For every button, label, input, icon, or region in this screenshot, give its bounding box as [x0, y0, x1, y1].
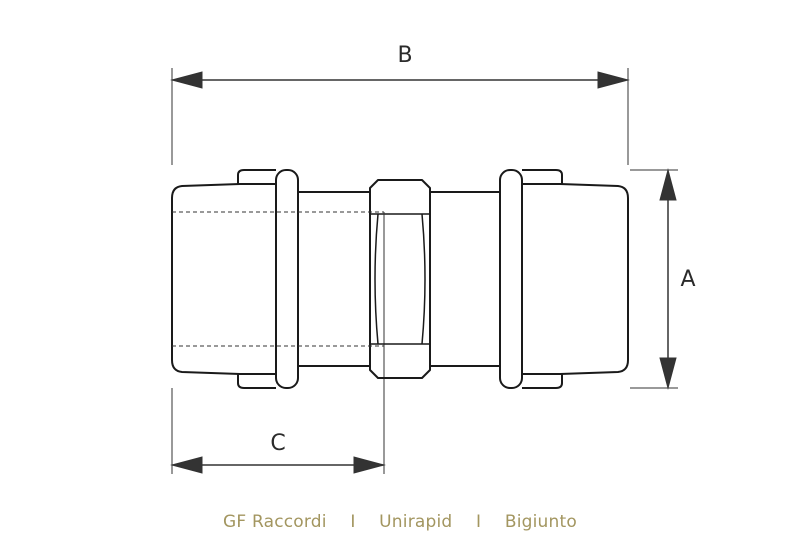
footer-brand: GF Raccordi [223, 512, 327, 532]
footer-caption: GF Raccordi I Unirapid I Bigiunto [0, 512, 800, 532]
right-ring-tab-top [522, 169, 563, 184]
dimension-a: A [630, 168, 696, 390]
dimension-b-arrow-right [597, 71, 630, 89]
dimension-b-label: B [397, 43, 412, 68]
dimension-c-arrow-right [353, 456, 386, 474]
footer-separator: I [350, 512, 356, 532]
left-ring-tab-bottom [237, 374, 276, 389]
dimension-a-arrow-bottom [659, 357, 677, 390]
footer-product: Bigiunto [504, 512, 577, 532]
right-ring-tab-bottom [522, 374, 563, 389]
hex-nut [369, 179, 431, 379]
hex-nut-curve-right [421, 213, 426, 345]
left-ring-tab-top [237, 169, 276, 184]
dimension-c-label: C [270, 431, 285, 456]
footer-line: Unirapid [379, 512, 453, 532]
right-end-body [521, 183, 629, 375]
fitting-body [171, 169, 629, 389]
right-clamp-ring [499, 169, 523, 389]
left-clamp-ring [275, 169, 299, 389]
hidden-internal-contour [172, 211, 385, 347]
dimension-a-arrow-top [659, 168, 677, 201]
footer-separator: I [476, 512, 482, 532]
dimension-c: C [170, 215, 386, 474]
dimension-a-label: A [680, 267, 695, 292]
dimension-b-arrow-left [170, 71, 203, 89]
dimension-c-arrow-left [170, 456, 203, 474]
dimension-b: B [170, 43, 630, 165]
hex-nut-curve-left [374, 213, 379, 345]
left-end-body [171, 183, 277, 375]
